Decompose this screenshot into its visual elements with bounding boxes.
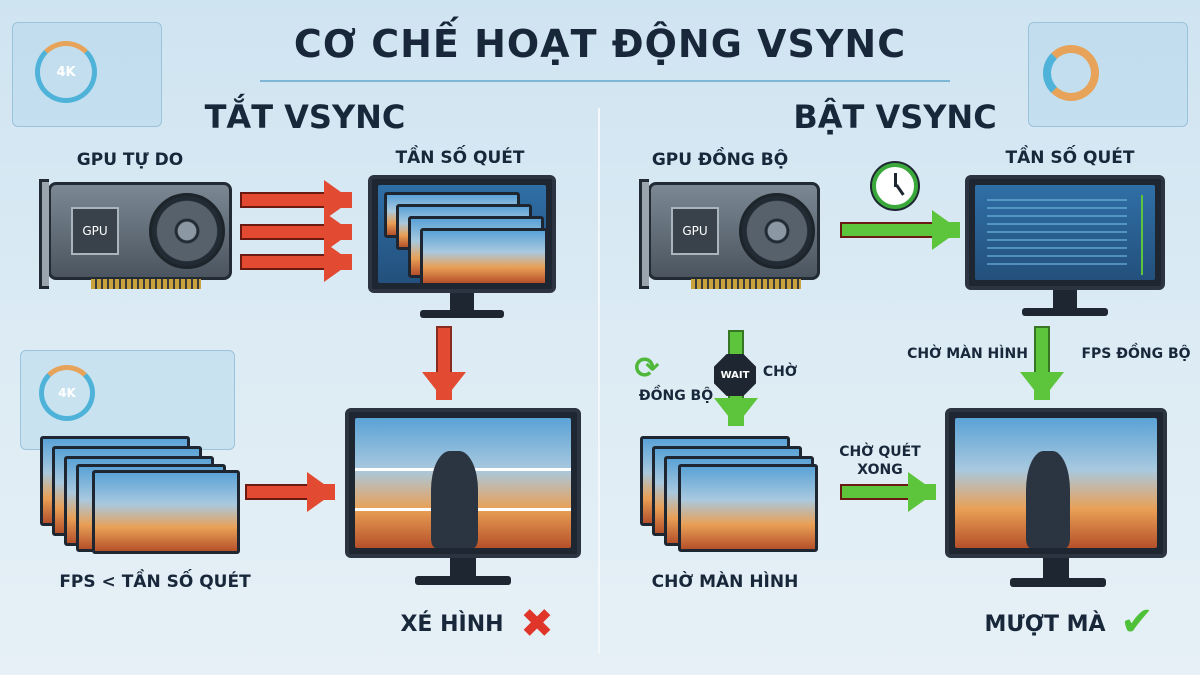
monitor-right-top (965, 175, 1165, 290)
gpu-chip: GPU (71, 207, 119, 255)
monitor-base (415, 576, 511, 585)
right-heading: BẬT VSYNC (793, 98, 997, 136)
scan-label-line2: XONG (857, 462, 903, 478)
arrow-right-label: FPS ĐỒNG BỘ (1081, 346, 1191, 362)
monitor-base (420, 310, 504, 318)
decor-panel-bottom-left: 4K (20, 350, 235, 450)
scan-label-line1: CHỜ QUÉT (839, 444, 921, 460)
left-result-label: XÉ HÌNH (400, 612, 504, 637)
red-x-icon: ✖ (520, 601, 554, 647)
red-arrow-down (422, 326, 466, 400)
badge-4k: 4K (56, 64, 76, 80)
title-underline (260, 80, 950, 82)
ring-gauge-icon: 4K (35, 41, 97, 103)
monitor-base (1022, 308, 1108, 316)
left-frames-label: FPS < TẦN SỐ QUÉT (59, 572, 251, 592)
wait-label: CHỜ (762, 364, 798, 380)
frame (92, 470, 240, 554)
red-arrow-right (240, 212, 352, 252)
monitor-smooth (945, 408, 1167, 558)
right-result-label: MƯỢT MÀ (984, 612, 1106, 637)
left-gpu-label: GPU TỰ DO (76, 150, 184, 170)
monitor-tearing (345, 408, 581, 558)
green-arrow-right (840, 472, 936, 512)
monitor-stand (1053, 290, 1077, 310)
right-gpu-label: GPU ĐỒNG BỘ (651, 150, 789, 170)
sync-label: ĐỒNG BỘ (638, 388, 714, 404)
monitor-stand (450, 293, 474, 311)
page-title: CƠ CHẾ HOẠT ĐỘNG VSYNC (293, 22, 907, 66)
tear-line (355, 508, 571, 511)
red-arrow-right (240, 180, 352, 220)
gpu-card-left: GPU (39, 179, 232, 289)
red-arrow-right (240, 242, 352, 282)
tear-line (355, 468, 571, 471)
donut-chart-icon (1043, 45, 1099, 101)
frame (420, 228, 548, 286)
wait-sign-icon: WAIT (714, 354, 756, 396)
frame (678, 464, 818, 552)
green-check-icon: ✔ (1120, 599, 1154, 645)
clock-icon (872, 163, 918, 209)
divider (598, 108, 600, 653)
fan-icon (739, 193, 815, 269)
left-heading: TẮT VSYNC (204, 98, 406, 136)
wait-sign-text: WAIT (720, 369, 750, 381)
scan-arrow-icon (1141, 195, 1143, 275)
gpu-card-right: GPU (639, 179, 820, 289)
decor-panel-top-left: 4K (12, 22, 162, 127)
badge-4k: 4K (58, 386, 76, 400)
right-frames-label: CHỜ MÀN HÌNH (651, 572, 799, 592)
ring-gauge-icon: 4K (39, 365, 95, 421)
decor-panel-top-right (1028, 22, 1188, 127)
monitor-stand (1043, 558, 1069, 580)
gpu-chip: GPU (671, 207, 719, 255)
red-arrow-right (245, 472, 335, 512)
left-monitor-label: TẦN SỐ QUÉT (395, 148, 525, 168)
sync-icon: ⟳ (634, 351, 660, 386)
green-arrow-down (1020, 326, 1064, 400)
arrow-left-label: CHỜ MÀN HÌNH (907, 346, 1028, 362)
right-monitor-label: TẦN SỐ QUÉT (1005, 148, 1135, 168)
monitor-stand (450, 558, 476, 578)
green-arrow-right (840, 210, 960, 250)
monitor-base (1010, 578, 1106, 587)
fan-icon (149, 193, 225, 269)
